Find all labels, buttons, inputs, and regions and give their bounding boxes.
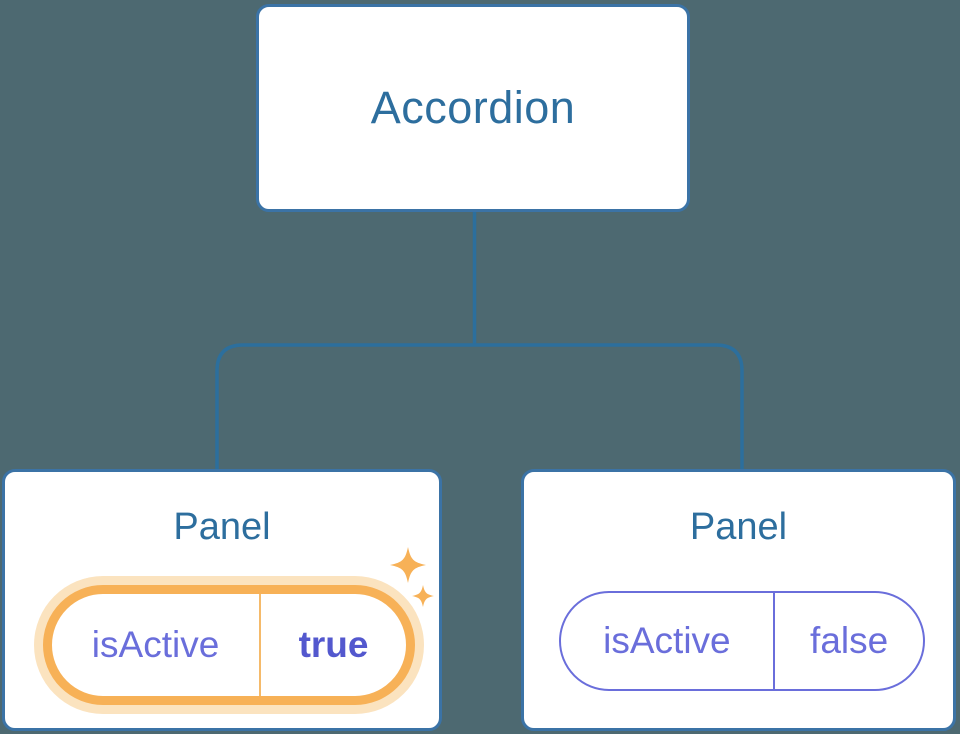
state-pill-active: isActive true [43,585,415,705]
pill-divider [259,594,262,696]
panel-component-box-active: Panel isActive true [2,469,442,731]
state-key-label: isActive [603,620,731,661]
pill-divider [772,593,776,689]
panel-component-box-inactive: Panel isActive false [521,469,956,731]
panel-title: Panel [173,506,271,548]
branch-connector-line [215,343,744,470]
accordion-component-box: Accordion [256,4,690,212]
state-pill-inactive: isActive false [559,591,925,691]
state-value-label: false [810,620,889,661]
panel-title: Panel [689,506,788,548]
state-value-label: true [298,624,369,665]
accordion-component-label: Accordion [370,82,576,133]
state-key-label: isActive [91,624,220,665]
